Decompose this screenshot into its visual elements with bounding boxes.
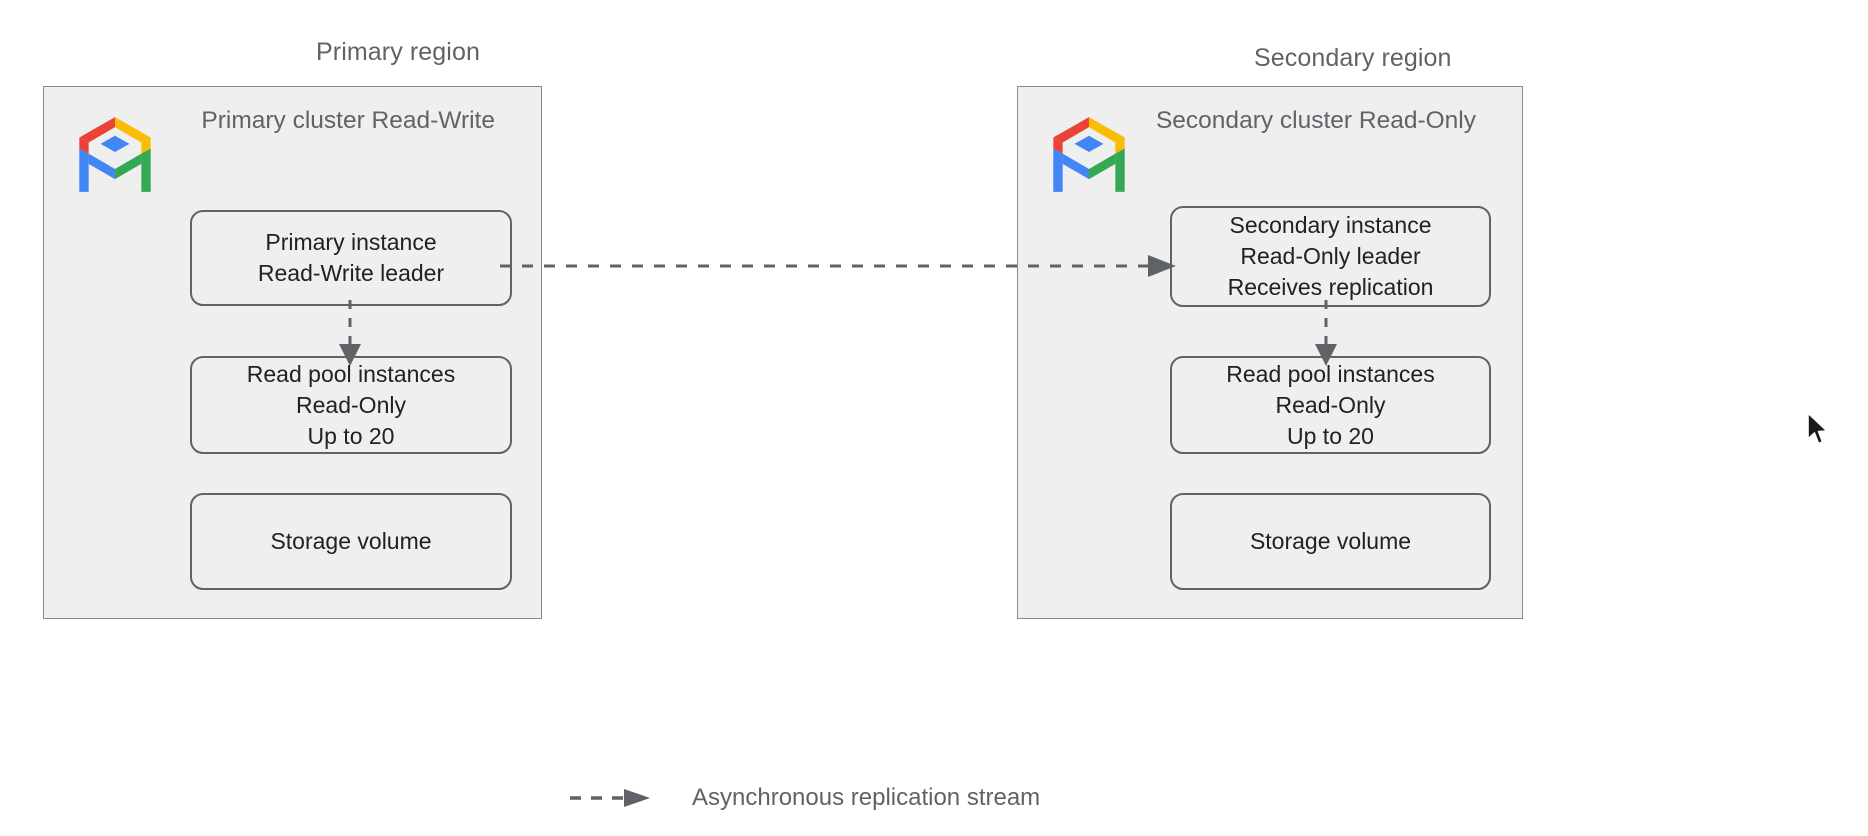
node-line: Primary instance <box>265 229 437 255</box>
primary-cluster-box: Primary cluster Read-Write Primary insta… <box>43 86 542 619</box>
secondary-cluster-title-line1: Secondary cluster <box>1155 107 1353 134</box>
node-line: Up to 20 <box>1287 422 1374 449</box>
primary-cluster-title-line2: Read-Write <box>371 107 495 134</box>
node-line: Secondary instance <box>1229 212 1432 238</box>
legend-label: Asynchronous replication stream <box>692 784 1041 811</box>
node-line: Read-Only <box>296 391 406 418</box>
node-line: Read pool instances <box>246 360 456 387</box>
node-primary-instance[interactable]: Primary instance Read-Write leader <box>190 210 512 306</box>
mouse-pointer-icon <box>1807 412 1828 445</box>
node-line: Receives replication <box>1227 274 1434 300</box>
node-line: Up to 20 <box>307 422 395 449</box>
secondary-region-caption: Secondary region <box>1254 44 1452 72</box>
primary-cluster-title: Primary cluster Read-Write <box>201 104 495 137</box>
primary-cluster-title-line1: Primary cluster <box>201 107 365 134</box>
node-line: Storage volume <box>1249 528 1412 554</box>
node-line: Read-Write leader <box>257 260 445 286</box>
node-primary-storage-volume[interactable]: Storage volume <box>190 493 512 590</box>
node-secondary-instance[interactable]: Secondary instance Read-Only leader Rece… <box>1170 206 1491 307</box>
node-secondary-storage-volume[interactable]: Storage volume <box>1170 493 1491 590</box>
node-line: Storage volume <box>270 528 432 554</box>
secondary-cluster-title-line2: Read-Only <box>1358 107 1476 134</box>
node-line: Read-Only leader <box>1240 243 1421 269</box>
alloydb-logo-icon <box>1046 112 1132 197</box>
secondary-cluster-box: Secondary cluster Read-Only Secondary in… <box>1017 86 1523 619</box>
primary-region-caption: Primary region <box>316 38 480 66</box>
secondary-cluster-title: Secondary cluster Read-Only <box>1156 104 1476 137</box>
alloydb-logo-icon <box>72 112 158 197</box>
node-line: Read pool instances <box>1226 360 1435 387</box>
node-line: Read-Only <box>1275 391 1386 418</box>
legend: Asynchronous replication stream <box>568 778 1040 818</box>
legend-dashed-arrow-icon <box>570 789 650 807</box>
node-secondary-read-pool[interactable]: Read pool instances Read-Only Up to 20 <box>1170 356 1491 454</box>
node-primary-read-pool[interactable]: Read pool instances Read-Only Up to 20 <box>190 356 512 454</box>
